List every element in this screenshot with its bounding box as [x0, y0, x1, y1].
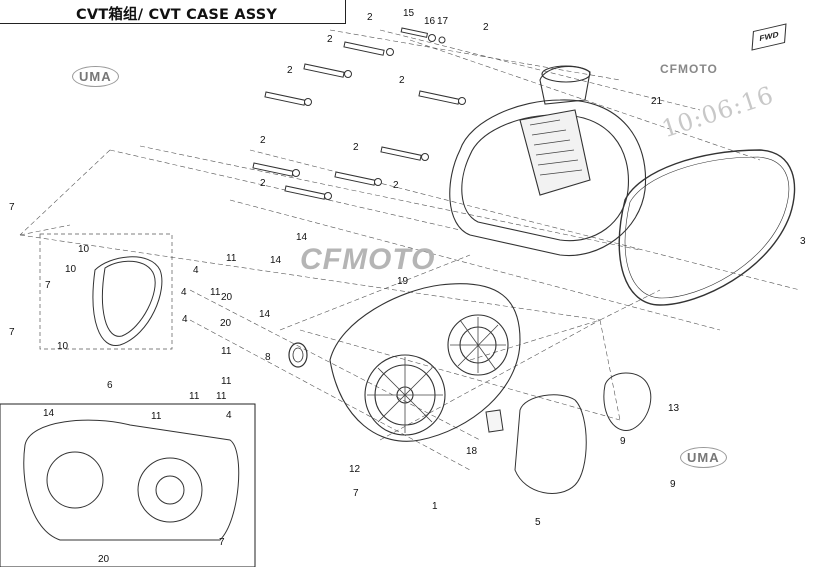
cap-plate [603, 372, 652, 431]
callout-label: 12 [349, 464, 361, 475]
callout-label: 5 [535, 517, 541, 528]
small-gasket [514, 394, 587, 494]
callout-label: 4 [181, 287, 187, 298]
assembly-guide-lines [19, 29, 801, 471]
callout-label: 7 [45, 280, 51, 291]
callout-label: 11 [221, 376, 232, 387]
callout-label: 11 [189, 391, 200, 402]
brand-watermark-main: CFMOTO [300, 243, 436, 276]
callout-label: 4 [226, 410, 232, 421]
callout-label: 13 [668, 403, 680, 414]
callout-label: 2 [399, 75, 405, 86]
outer-gasket [618, 149, 796, 306]
inset-view-box [0, 403, 256, 567]
callout-label: 21 [651, 96, 663, 107]
callout-label: 11 [210, 287, 221, 298]
callout-label: 2 [483, 22, 489, 33]
callout-label: 16 [424, 16, 436, 27]
callout-label: 11 [216, 391, 227, 402]
callout-label: 7 [353, 488, 359, 499]
callout-labels: 2 15 16 17 2 2 2 2 2 21 2 2 2 3 7 10 10 … [9, 8, 806, 565]
inner-cvt-case [329, 283, 521, 442]
callout-label: 14 [259, 309, 271, 320]
callout-label: 14 [296, 232, 308, 243]
callout-label: 2 [393, 180, 399, 191]
callout-label: 7 [9, 327, 15, 338]
callout-label: 3 [800, 236, 806, 247]
callout-label: 8 [265, 352, 271, 363]
callout-label: 14 [270, 255, 282, 266]
callout-label: 2 [353, 142, 359, 153]
callout-label: 20 [221, 292, 233, 303]
callout-label: 1 [432, 501, 438, 512]
callout-label: 20 [98, 554, 110, 565]
callout-label: 2 [287, 65, 293, 76]
callout-label: 7 [219, 537, 225, 548]
callout-label: 2 [260, 135, 266, 146]
title-box: CVT箱组/ CVT CASE ASSY [0, 0, 346, 24]
callout-label: 9 [620, 436, 626, 447]
uma-logo-right: UMA [680, 447, 727, 468]
callout-label: 15 [403, 8, 415, 19]
callout-label: 20 [220, 318, 232, 329]
callout-label: 18 [466, 446, 478, 457]
callout-label: 10 [65, 264, 77, 275]
callout-label: 6 [107, 380, 113, 391]
callout-label: 4 [193, 265, 199, 276]
callout-label: 10 [78, 244, 90, 255]
callout-label: 2 [367, 12, 373, 23]
callout-label: 2 [260, 178, 266, 189]
page-title: CVT箱组/ CVT CASE ASSY [76, 7, 278, 23]
outer-cvt-cover [449, 65, 647, 257]
uma-logo-top: UMA [72, 66, 119, 87]
callout-label: 19 [397, 276, 409, 287]
callout-label: 2 [327, 34, 333, 45]
oil-seal [288, 342, 308, 368]
small-cover-box [39, 233, 173, 350]
callout-label: 17 [437, 16, 449, 27]
callout-label: 7 [9, 202, 15, 213]
callout-label: 11 [226, 253, 237, 264]
callout-label: 9 [670, 479, 676, 490]
callout-label: 11 [221, 346, 232, 357]
callout-label: 11 [151, 411, 162, 422]
bushing [485, 409, 504, 433]
small-cover [92, 256, 163, 347]
callout-label: 10 [57, 341, 69, 352]
bolt-set [252, 27, 466, 200]
callout-label: 4 [182, 314, 188, 325]
inset-assembled-case [23, 419, 240, 541]
callout-label: 14 [43, 408, 55, 419]
brand-watermark-small: CFMOTO [660, 62, 718, 76]
